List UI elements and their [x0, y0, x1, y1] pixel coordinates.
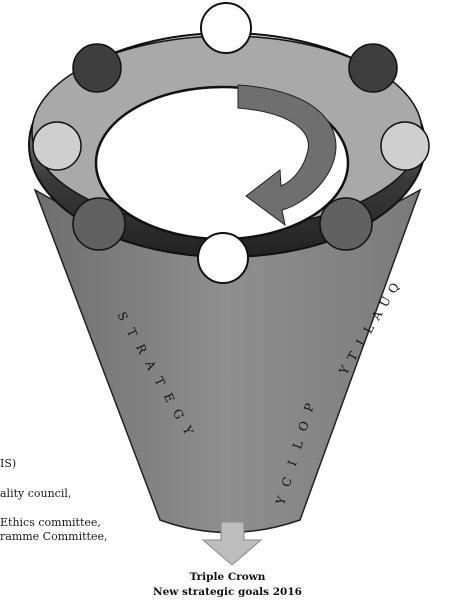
caption-subtitle: New strategic goals 2016: [0, 586, 455, 598]
quality-letter: Q: [385, 280, 402, 295]
side-fragment-2: ality council,: [0, 487, 71, 500]
circle-lower-right: [320, 198, 372, 250]
quality-letter: U: [377, 294, 394, 310]
side-fragment-3: Ethics committee,: [0, 516, 101, 529]
side-fragment-4: ramme Committee,: [0, 530, 107, 543]
circle-upper-right: [349, 44, 397, 92]
circle-upper-left: [73, 44, 121, 92]
circle-mid-left: [33, 122, 81, 170]
caption-title: Triple Crown: [0, 571, 455, 583]
circle-lower-left: [73, 198, 125, 250]
circle-mid-right: [381, 122, 429, 170]
circle-bottom: [198, 233, 248, 283]
side-fragment-1: IS): [0, 457, 16, 470]
circle-top: [201, 3, 251, 53]
